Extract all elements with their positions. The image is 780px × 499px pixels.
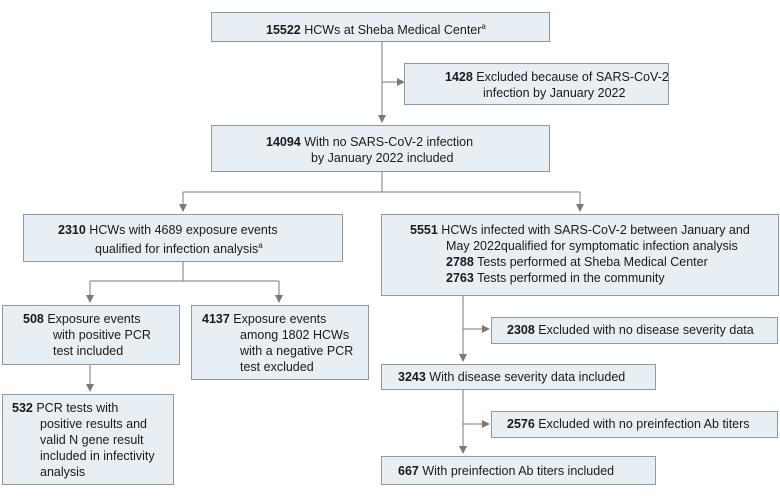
label: Excluded with no disease severity data xyxy=(538,323,754,337)
label-line-3: valid N gene result xyxy=(40,433,144,447)
sub-count-2: 2763 xyxy=(446,271,474,285)
label-line-2: with positive PCR xyxy=(53,328,151,342)
sub-label-2: Tests performed in the community xyxy=(477,271,665,285)
box-negative-pcr: 4137 Exposure events among 1802 HCWs wit… xyxy=(191,305,369,380)
box-infectivity-analysis: 532 PCR tests with positive results and … xyxy=(2,394,174,485)
count: 2310 xyxy=(58,223,86,237)
label-line-3: with a negative PCR xyxy=(240,344,354,358)
count: 2576 xyxy=(507,417,535,431)
label-line-4: included in infectivity xyxy=(40,449,155,463)
box-excluded-infection: 1428 Excluded because of SARS-CoV-2 infe… xyxy=(404,63,669,105)
count: 15522 xyxy=(266,23,301,38)
sub-count-1: 2788 xyxy=(446,255,474,269)
footnote-marker: a xyxy=(481,22,486,31)
label-line-5: analysis xyxy=(40,465,86,479)
label-line-1: Exposure events xyxy=(47,312,141,326)
count: 5551 xyxy=(410,223,438,237)
label-line-4: test excluded xyxy=(240,360,314,374)
count: 2308 xyxy=(507,323,535,337)
label-line-2: qualified for infection analysis xyxy=(95,242,259,257)
label: With preinfection Ab titers included xyxy=(422,464,615,478)
label: HCWs at Sheba Medical Center xyxy=(304,23,482,38)
box-ab-titers-included: 667 With preinfection Ab titers included xyxy=(381,456,656,485)
label-line-1: HCWs infected with SARS-CoV-2 between Ja… xyxy=(441,223,750,237)
label-line-1: PCR tests with xyxy=(36,401,119,415)
label-line-2: positive results and xyxy=(40,417,148,431)
sub-label-1: Tests performed at Sheba Medical Center xyxy=(477,255,708,269)
box-symptomatic-analysis: 5551 HCWs infected with SARS-CoV-2 betwe… xyxy=(381,214,779,296)
box-no-ab-titers: 2576 Excluded with no preinfection Ab ti… xyxy=(491,411,778,438)
count: 3243 xyxy=(398,370,426,384)
count: 532 xyxy=(12,401,33,415)
count: 1428 xyxy=(445,70,473,84)
box-total-hcws: 15522 HCWs at Sheba Medical Centera xyxy=(211,12,550,42)
label-line-2: by January 2022 included xyxy=(311,151,454,165)
label-line-1: HCWs with 4689 exposure events xyxy=(89,223,278,237)
label-line-1: Excluded because of SARS-CoV-2 xyxy=(476,70,669,84)
count: 14094 xyxy=(266,135,301,149)
label-line-3: test included xyxy=(53,344,124,358)
label-line-1: Exposure events xyxy=(233,312,327,326)
box-no-infection-included: 14094 With no SARS-CoV-2 infection by Ja… xyxy=(211,125,550,172)
box-no-severity-data: 2308 Excluded with no disease severity d… xyxy=(491,317,778,344)
footnote-marker: a xyxy=(258,241,263,250)
box-severity-included: 3243 With disease severity data included xyxy=(381,364,656,390)
count: 667 xyxy=(398,464,419,478)
count: 4137 xyxy=(202,312,230,326)
label-line-2: May 2022qualified for symptomatic infect… xyxy=(446,239,738,253)
box-infection-analysis: 2310 HCWs with 4689 exposure events qual… xyxy=(23,214,343,262)
label-line-2: infection by January 2022 xyxy=(483,86,626,100)
count: 508 xyxy=(23,312,44,326)
label: Excluded with no preinfection Ab titers xyxy=(538,417,750,431)
label-line-1: With no SARS-CoV-2 infection xyxy=(304,135,474,149)
box-positive-pcr: 508 Exposure events with positive PCR te… xyxy=(2,305,180,365)
label: With disease severity data included xyxy=(429,370,626,384)
label-line-2: among 1802 HCWs xyxy=(240,328,350,342)
